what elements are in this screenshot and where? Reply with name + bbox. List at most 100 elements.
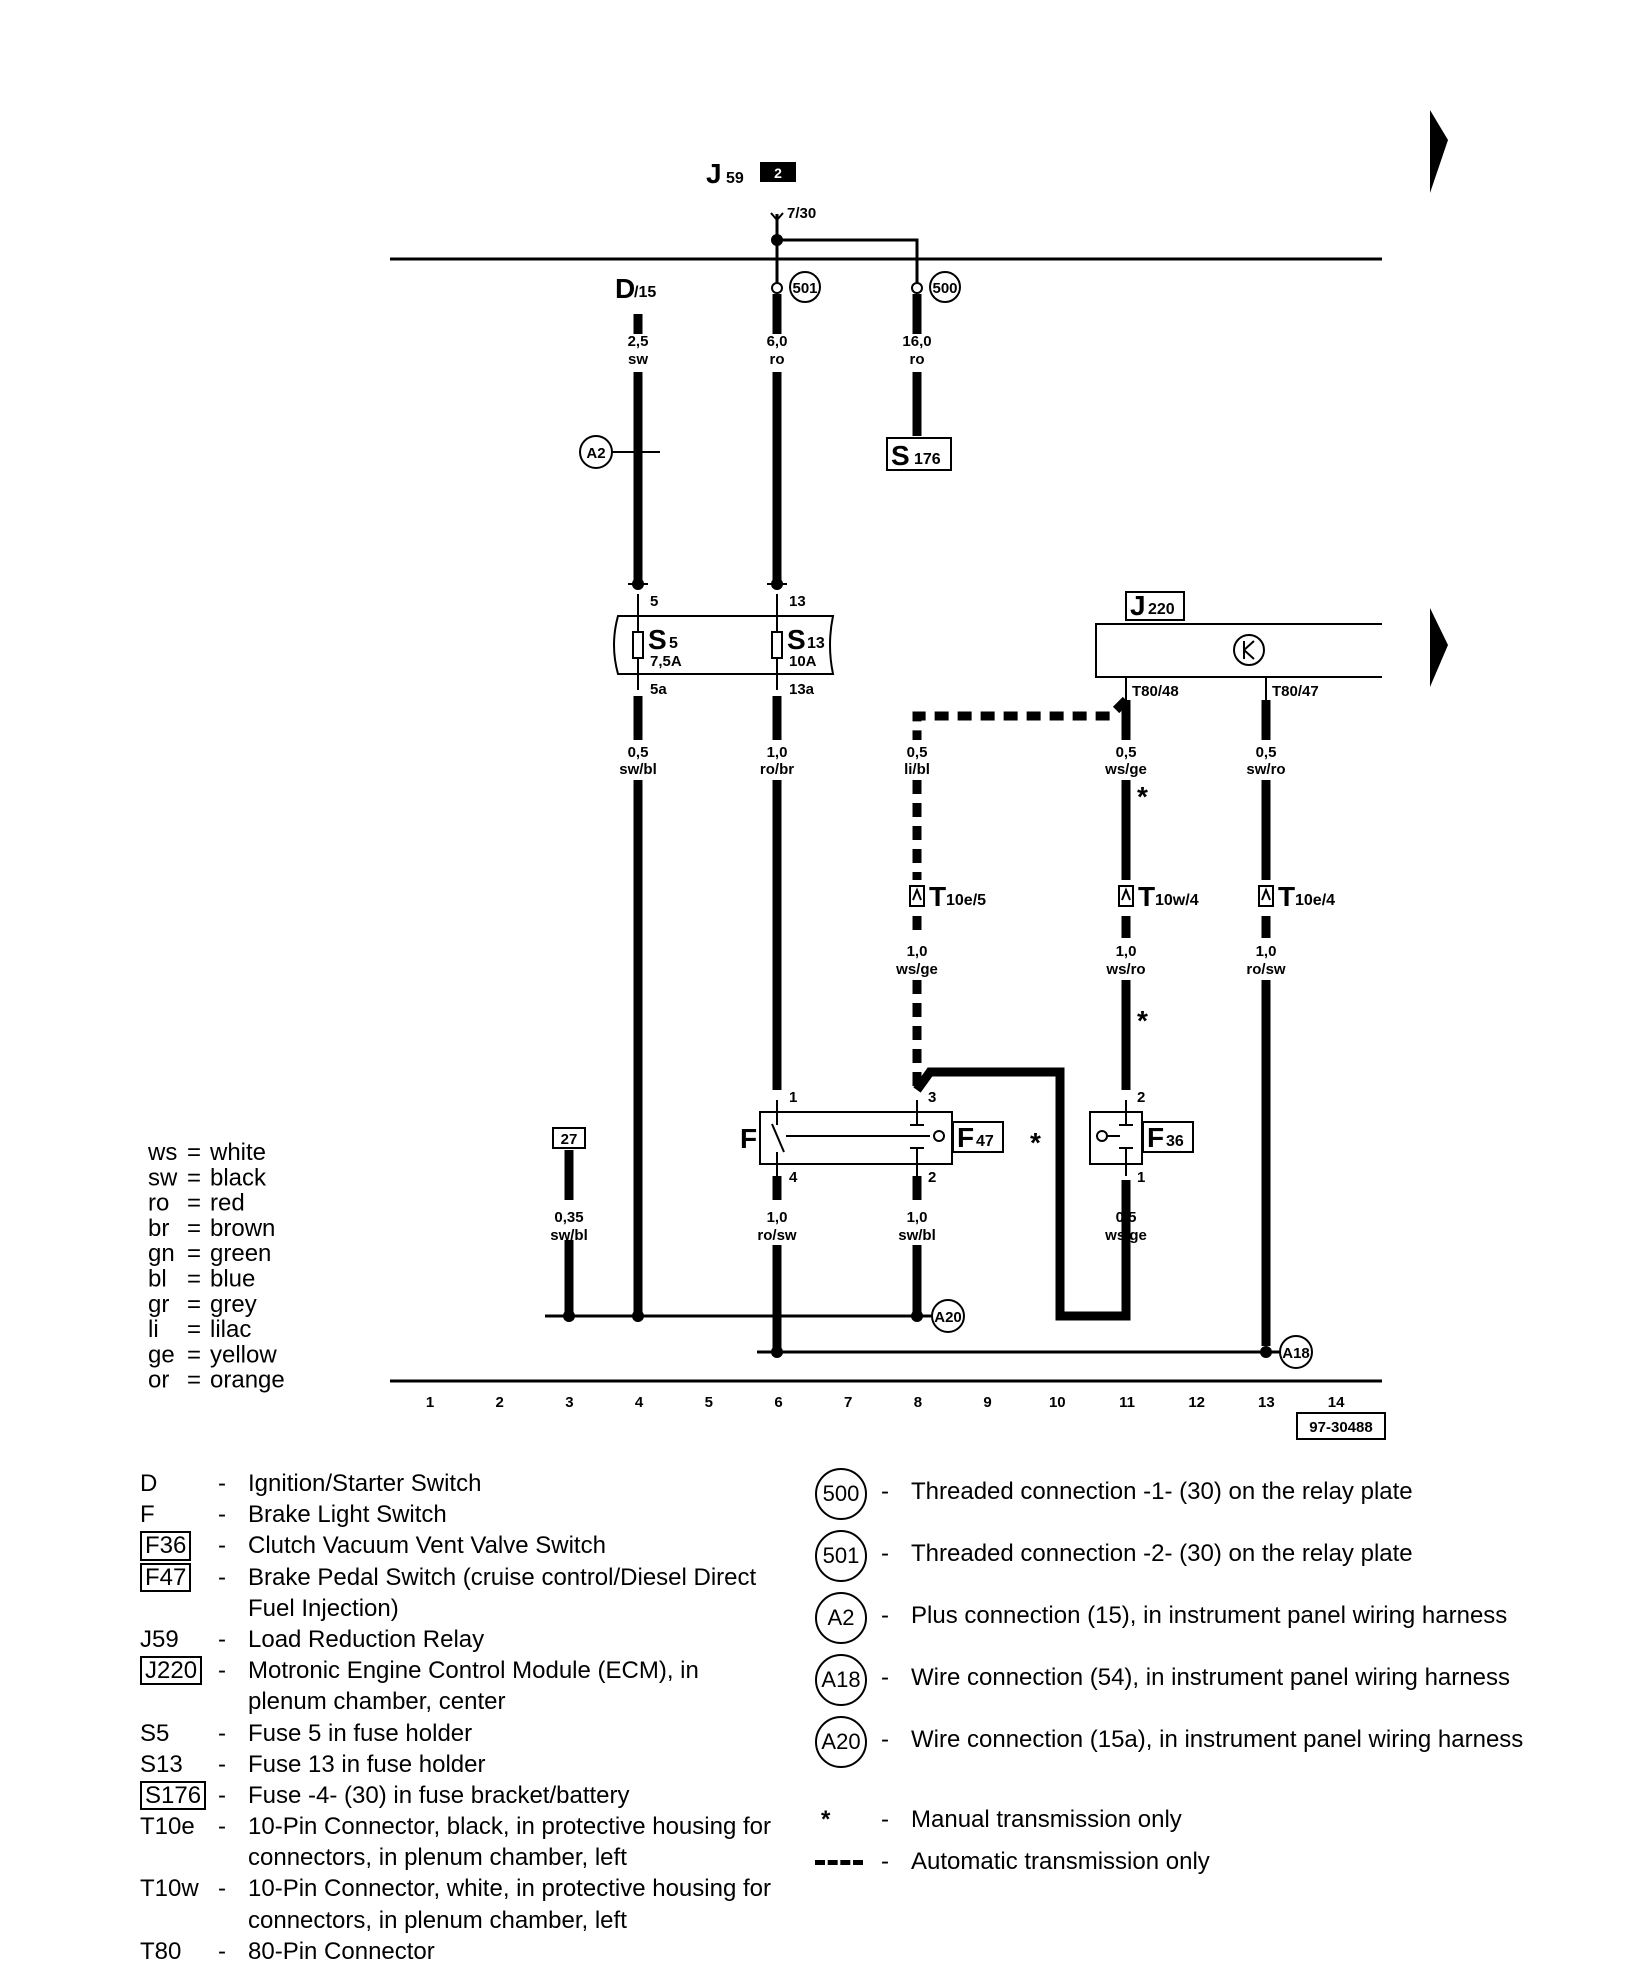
connector-500-badge <box>929 271 961 303</box>
color-code-equals: = <box>187 1139 201 1166</box>
fuse-s5-label: S <box>648 624 667 655</box>
switch-f36-label: F <box>1147 1122 1164 1153</box>
legend-code: F36 <box>140 1530 218 1561</box>
legend-code-text: J220 <box>140 1656 203 1686</box>
switch-f-pin1: 1 <box>789 1089 797 1106</box>
color-name: black <box>210 1164 267 1191</box>
color-code-equals: = <box>187 1341 201 1368</box>
d15-label: D <box>615 273 635 304</box>
legend-desc: Ignition/Starter Switch <box>248 1470 482 1497</box>
plug-t10e5-icon <box>909 885 925 907</box>
connector-circle-icon: A20 <box>815 1716 867 1768</box>
wiring-diagram: J 59 2 7/30 D /15 501 500 2,5 sw 6,0 ro … <box>147 110 1448 1440</box>
legend-desc: 10-Pin Connector, black, in protective h… <box>248 1813 771 1872</box>
next-page-arrow-icon[interactable] <box>1430 608 1448 687</box>
color-code-equals: = <box>187 1215 201 1242</box>
wire-f4-color: ro/sw <box>757 1227 797 1244</box>
connector-legend-item: A18-Wire connection (54), in instrument … <box>815 1654 1535 1716</box>
legend-item: S176-Fuse -4- (30) in fuse bracket/batte… <box>140 1780 780 1811</box>
wire-501-size: 6,0 <box>767 333 788 350</box>
s13-pin-in: 13 <box>789 593 806 610</box>
manual-star-3: * <box>1030 1127 1041 1158</box>
d15-sub: /15 <box>634 284 656 301</box>
color-code-equals: = <box>187 1266 201 1293</box>
connector-legend-code: 501 <box>815 1530 881 1582</box>
switch-f-contact <box>771 1123 785 1153</box>
legend-item: S5-Fuse 5 in fuse holder <box>140 1718 780 1749</box>
legend-item: T80-80-Pin Connector <box>140 1936 780 1967</box>
relay-j59-sub: 59 <box>726 170 744 187</box>
legend-desc: Fuse 5 in fuse holder <box>248 1719 473 1747</box>
legend-code: T80 <box>140 1936 218 1967</box>
color-code: li <box>148 1316 159 1343</box>
legend-dash: - <box>881 1726 889 1753</box>
connector-legend-desc: Wire connection (54), in instrument pane… <box>911 1664 1510 1691</box>
symbol-legend-code <box>815 1846 881 1865</box>
relay-j59-label: J <box>706 158 722 189</box>
color-code: ws <box>147 1139 177 1166</box>
ecm-pin47-label: T80/47 <box>1272 683 1319 700</box>
legend-code-text: F <box>140 1501 155 1529</box>
ground-27-text: 27 <box>561 1131 578 1148</box>
connector-circle-icon: A2 <box>815 1592 867 1644</box>
legend-desc: Fuse 13 in fuse holder <box>248 1750 486 1778</box>
switch-f-pin4: 4 <box>789 1169 798 1186</box>
connector-legend-desc: Wire connection (15a), in instrument pan… <box>911 1726 1524 1753</box>
switch-f47-sub: 47 <box>976 1133 994 1150</box>
connector-legend-code: 500 <box>815 1468 881 1520</box>
next-page-arrow-icon[interactable] <box>1430 110 1448 193</box>
legend-dash: - <box>218 1501 226 1529</box>
color-name: orange <box>210 1367 285 1394</box>
color-code-equals: = <box>187 1164 201 1191</box>
fuse-s13-sub: 13 <box>807 635 825 652</box>
legend-dash: - <box>218 1563 226 1591</box>
legend-code-text: T80 <box>140 1937 182 1965</box>
plug-t10w4-icon <box>1118 885 1134 907</box>
plug-t10e5-icon-mark <box>912 887 922 901</box>
fuse-holder-outline <box>613 615 835 675</box>
fuse-s5-symbol <box>632 631 644 659</box>
legend-code-text: F36 <box>140 1531 192 1561</box>
color-code: gn <box>148 1240 175 1267</box>
wire-d15-size: 2,5 <box>628 333 649 350</box>
track-number: 4 <box>635 1394 644 1411</box>
connector-legend-item: 500-Threaded connection -1- (30) on the … <box>815 1468 1535 1530</box>
wire-500-size: 16,0 <box>902 333 931 350</box>
legend-item: D-Ignition/Starter Switch <box>140 1468 780 1499</box>
connector-a20-badge <box>931 1299 965 1333</box>
legend-dash: - <box>881 1478 889 1505</box>
color-code: br <box>148 1215 169 1242</box>
track-number: 6 <box>774 1394 782 1411</box>
terminal-open-500 <box>911 282 923 294</box>
color-code: sw <box>148 1164 178 1191</box>
legend-dash: - <box>881 1664 889 1691</box>
legend-dash: - <box>881 1806 889 1833</box>
wire-auto-color: li/bl <box>904 761 930 778</box>
legend-code: T10e <box>140 1811 218 1842</box>
wire-s13out-color: ro/br <box>760 761 794 778</box>
ecm-transistor-icon <box>1233 634 1265 666</box>
track-number: 13 <box>1258 1394 1275 1411</box>
plug-t10w4-sub: 10w/4 <box>1155 892 1199 909</box>
wire-s13out-size: 1,0 <box>767 744 788 761</box>
connector-legend-item: A2-Plus connection (15), in instrument p… <box>815 1592 1535 1654</box>
legend-dash: - <box>881 1540 889 1567</box>
rail-a18-dot <box>1260 1346 1272 1358</box>
track-number: 1 <box>426 1394 434 1411</box>
legend-code-text: F47 <box>140 1562 192 1592</box>
ecm-j220-label: J <box>1130 590 1146 621</box>
fuse-s13-rating: 10A <box>789 653 817 670</box>
legend-code-text: S176 <box>140 1780 207 1811</box>
connector-500-text: 500 <box>932 280 957 297</box>
connector-legend-item: A20-Wire connection (15a), in instrument… <box>815 1716 1535 1778</box>
symbol-legend-item: -Automatic transmission only <box>815 1846 1535 1888</box>
symbol-legend-desc: Automatic transmission only <box>911 1848 1210 1875</box>
legend-code: T10w <box>140 1873 218 1904</box>
connector-legend-item: 501-Threaded connection -2- (30) on the … <box>815 1530 1535 1592</box>
switch-f-pin2: 2 <box>928 1169 936 1186</box>
legend-dash: - <box>218 1813 226 1841</box>
switch-f47-label: F <box>957 1122 974 1153</box>
switch-f36-tag <box>1142 1121 1194 1153</box>
